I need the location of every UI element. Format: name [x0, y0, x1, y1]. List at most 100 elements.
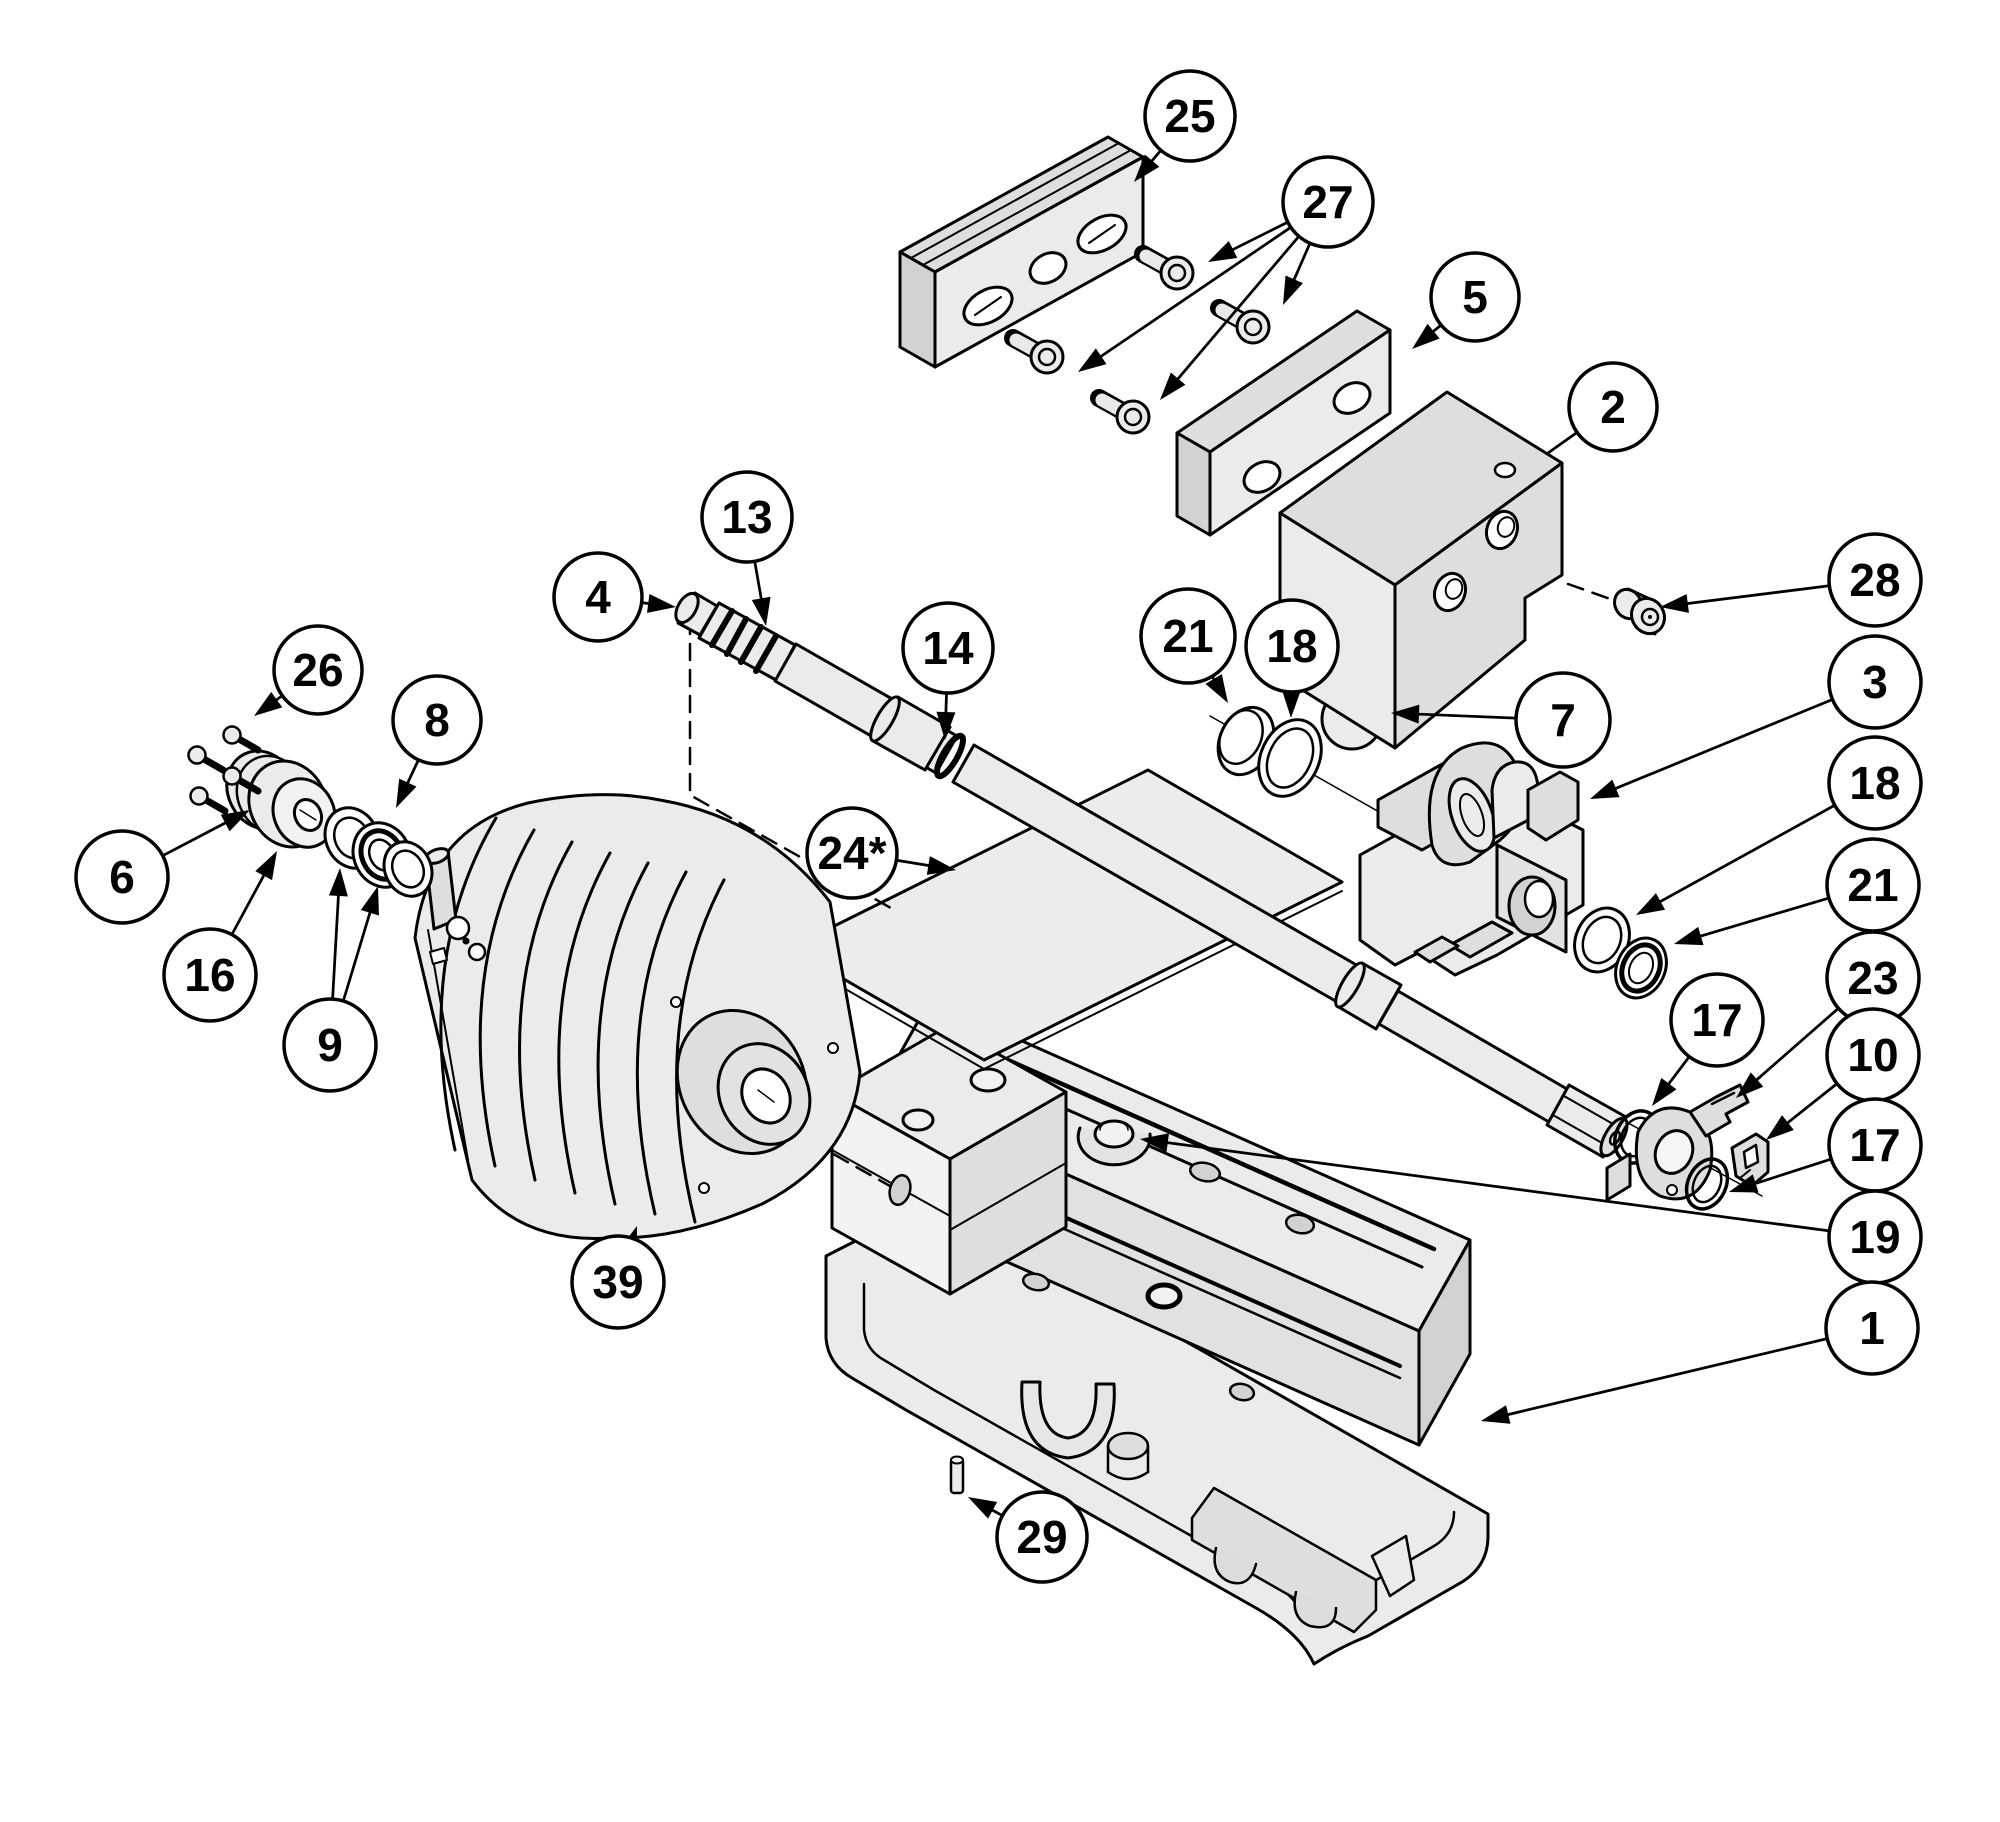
callout-balloon-21-left — [1139, 587, 1237, 685]
leader-line — [1780, 1082, 1838, 1129]
callout-7: 7 — [1391, 671, 1612, 769]
leader-arrowhead — [360, 886, 380, 916]
leader-arrowhead — [1660, 594, 1689, 613]
part-drive-unit-39 — [413, 793, 862, 1241]
callout-balloon-7 — [1514, 671, 1612, 769]
leader-arrowhead — [1140, 1133, 1170, 1153]
leader-line — [1750, 1007, 1840, 1086]
part-fixed-jaw-block — [830, 1024, 1068, 1296]
callout-label-24: 24* — [817, 827, 886, 879]
leader-arrowhead — [396, 778, 417, 808]
callout-balloon-14 — [901, 601, 995, 695]
callout-label-28: 28 — [1849, 554, 1900, 606]
callout-25: 25 — [1134, 69, 1237, 182]
callout-label-3: 3 — [1862, 656, 1888, 708]
callout-label-7: 7 — [1550, 694, 1576, 746]
callout-1: 1 — [1481, 1280, 1920, 1424]
callout-5: 5 — [1412, 251, 1521, 349]
leader-line — [1093, 226, 1292, 362]
part-mount-screws-27 — [1004, 245, 1271, 435]
callout-balloon-5 — [1429, 251, 1521, 343]
leader-arrowhead — [1205, 674, 1228, 703]
callout-balloon-24 — [805, 806, 899, 900]
callout-balloon-18-right — [1827, 735, 1923, 831]
callout-label-26: 26 — [292, 644, 343, 696]
leader-line — [331, 887, 341, 1000]
callout-2: 2 — [1547, 361, 1659, 455]
part-screws-26 — [187, 725, 262, 815]
part-oring-17-right — [1684, 1157, 1730, 1211]
leader-line — [1159, 1140, 1830, 1233]
callout-23: 23 — [1736, 930, 1921, 1098]
leader-arrowhead — [220, 810, 250, 832]
leader-line — [341, 904, 374, 1002]
callout-14: 14 — [901, 601, 995, 740]
callout-balloon-16 — [162, 927, 258, 1023]
leader-arrowhead — [1391, 704, 1420, 724]
leader-arrowhead — [926, 856, 956, 875]
callout-balloon-2 — [1567, 361, 1659, 453]
screw-tip — [674, 591, 700, 625]
callout-10: 10 — [1766, 1007, 1921, 1140]
callout-balloon-25 — [1143, 69, 1237, 163]
part-flange-bushing-6-16 — [225, 749, 337, 849]
callout-label-19: 19 — [1849, 1211, 1900, 1263]
leader-arrowhead — [936, 711, 956, 740]
callout-label-16: 16 — [184, 949, 235, 1001]
callout-label-5: 5 — [1462, 271, 1488, 323]
leader-arrowhead — [647, 594, 676, 613]
leader-arrowhead — [254, 691, 283, 716]
leader-arrowhead — [1652, 1077, 1677, 1106]
leader-arrowhead — [1590, 779, 1620, 799]
part-plug-19 — [1093, 1119, 1135, 1149]
callout-3: 3 — [1590, 634, 1923, 799]
callout-8: 8 — [391, 674, 483, 808]
callout-balloon-13 — [700, 470, 794, 564]
callout-27: 27 — [1078, 155, 1375, 400]
callout-26: 26 — [254, 624, 364, 716]
callout-balloon-9 — [282, 997, 378, 1093]
leader-arrowhead — [1208, 240, 1238, 262]
callout-19: 19 — [1140, 1133, 1923, 1285]
callout-29: 29 — [968, 1490, 1089, 1584]
callout-balloon-3 — [1827, 634, 1923, 730]
part-oring-21-right — [1614, 936, 1668, 1000]
part-nut-carrier-23 — [1605, 1083, 1750, 1202]
callout-label-1: 1 — [1859, 1302, 1885, 1354]
callout-label-13: 13 — [721, 491, 772, 543]
part-jaw-plate-25 — [898, 135, 1145, 369]
callout-18-left: 18 — [1244, 598, 1340, 718]
part-set-screw-28 — [1613, 587, 1666, 636]
callout-balloon-6 — [74, 829, 170, 925]
leader-arrowhead — [1281, 689, 1301, 718]
callout-balloon-26 — [272, 624, 364, 716]
leader-line — [1747, 1157, 1832, 1188]
leader-arrowhead — [1134, 154, 1160, 182]
leader-arrowhead — [255, 851, 277, 881]
callout-label-2: 2 — [1600, 381, 1626, 433]
callout-17-right: 17 — [1729, 1097, 1923, 1193]
callout-label-18-right: 18 — [1849, 757, 1900, 809]
leader-arrowhead — [1078, 348, 1107, 372]
base-bolt-boss — [1106, 1431, 1150, 1461]
leader-arrowhead — [1160, 372, 1186, 400]
callout-balloon-8 — [391, 674, 483, 766]
feature-groove-rings-13 — [709, 608, 779, 674]
callout-balloon-18-left — [1244, 598, 1340, 694]
callout-label-39: 39 — [592, 1256, 643, 1308]
leader-arrowhead — [1481, 1405, 1511, 1424]
callout-label-29: 29 — [1016, 1511, 1067, 1563]
leader-line — [1500, 1337, 1828, 1418]
callout-label-6: 6 — [109, 851, 135, 903]
callout-balloon-28 — [1827, 532, 1923, 628]
leader-arrowhead — [968, 1497, 998, 1519]
callout-label-17-right: 17 — [1849, 1119, 1900, 1171]
callout-label-27: 27 — [1302, 176, 1353, 228]
callout-9: 9 — [282, 868, 380, 1093]
callout-4: 4 — [552, 551, 676, 643]
callout-39: 39 — [570, 1226, 666, 1330]
part-seal-18-left — [1257, 718, 1323, 798]
leader-arrowhead — [328, 868, 348, 897]
